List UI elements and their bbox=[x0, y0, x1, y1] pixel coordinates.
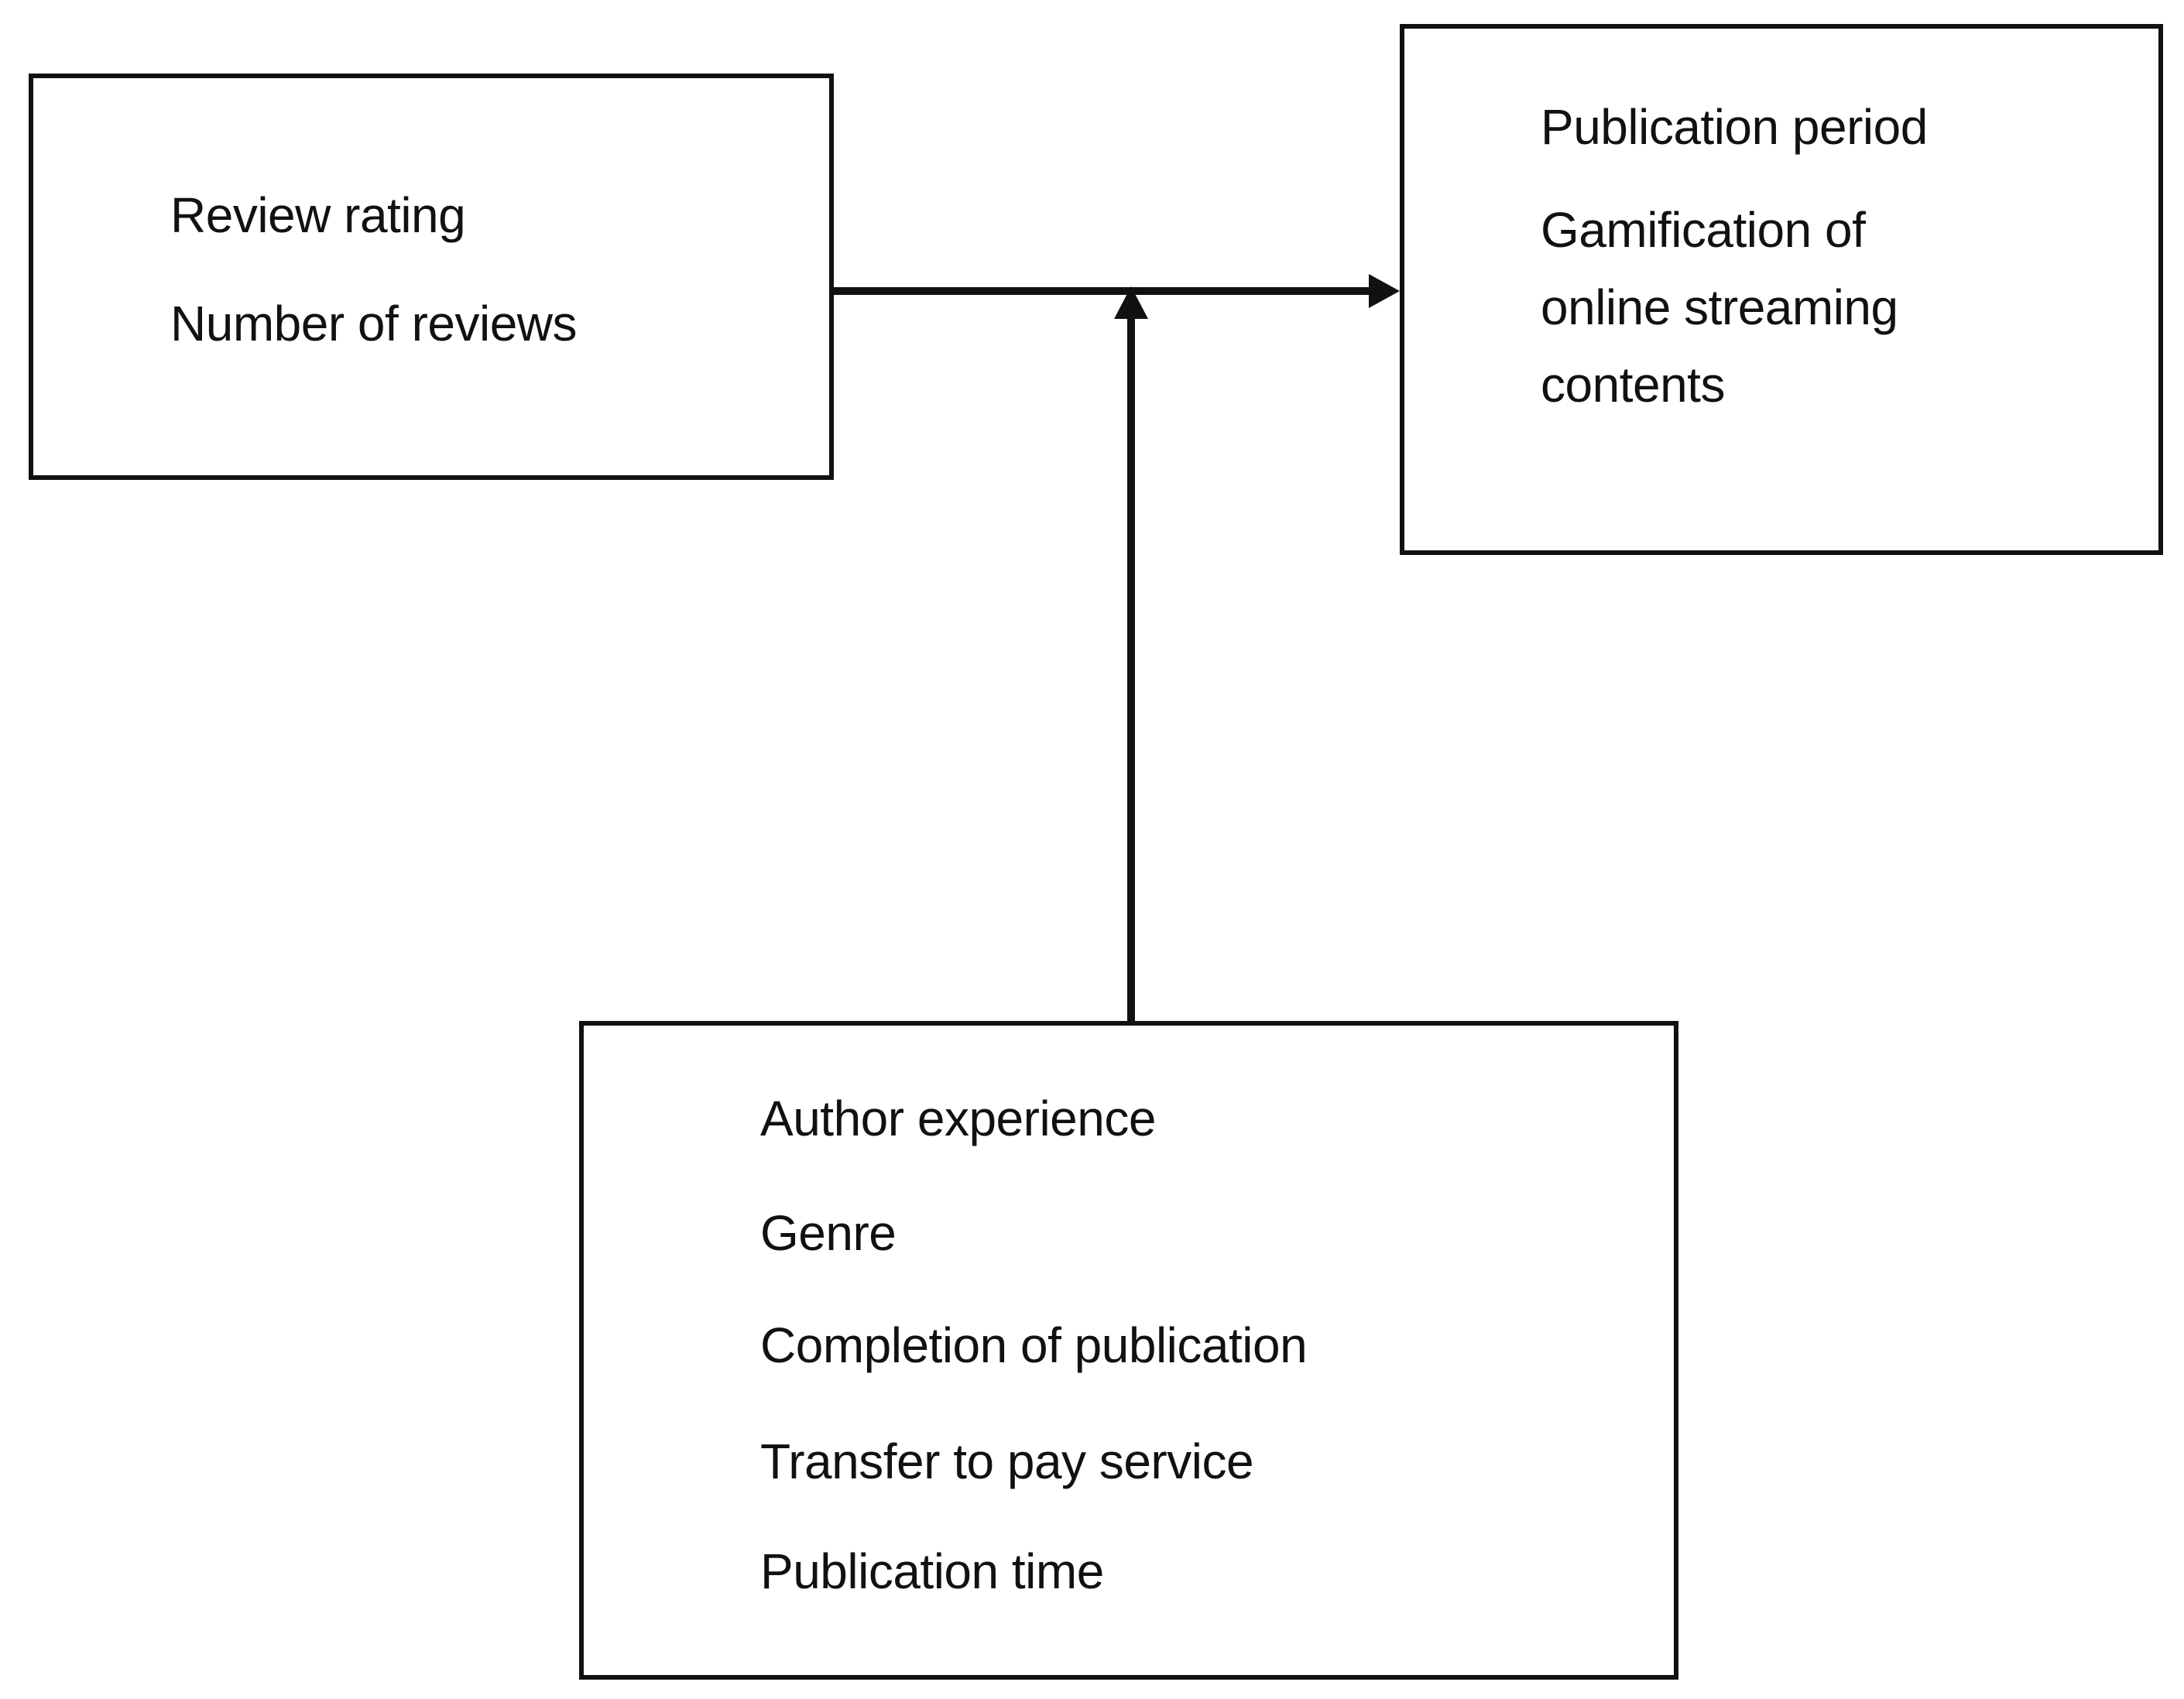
control-item-transfer-to-pay-service: Transfer to pay service bbox=[760, 1434, 1254, 1489]
dependent-item-publication-period: Publication period bbox=[1541, 99, 1928, 155]
dependent-item-gamification: Gamification of online streaming content… bbox=[1541, 202, 1898, 413]
control-item-completion-of-publication: Completion of publication bbox=[760, 1317, 1308, 1373]
independent-variables-box: Review rating Number of reviews bbox=[29, 74, 834, 480]
arrowhead-to-dependent-icon bbox=[1369, 274, 1400, 308]
independent-item-number-of-reviews: Number of reviews bbox=[170, 296, 578, 351]
control-variables-box: Author experience Genre Completion of pu… bbox=[579, 1021, 1678, 1680]
dependent-variables-box: Publication period Gamification of onlin… bbox=[1400, 24, 2163, 555]
control-item-publication-time: Publication time bbox=[760, 1543, 1104, 1599]
independent-item-review-rating: Review rating bbox=[170, 187, 466, 243]
arrowhead-to-path-icon bbox=[1114, 286, 1148, 319]
control-item-genre: Genre bbox=[760, 1205, 897, 1261]
control-item-author-experience: Author experience bbox=[760, 1091, 1156, 1146]
